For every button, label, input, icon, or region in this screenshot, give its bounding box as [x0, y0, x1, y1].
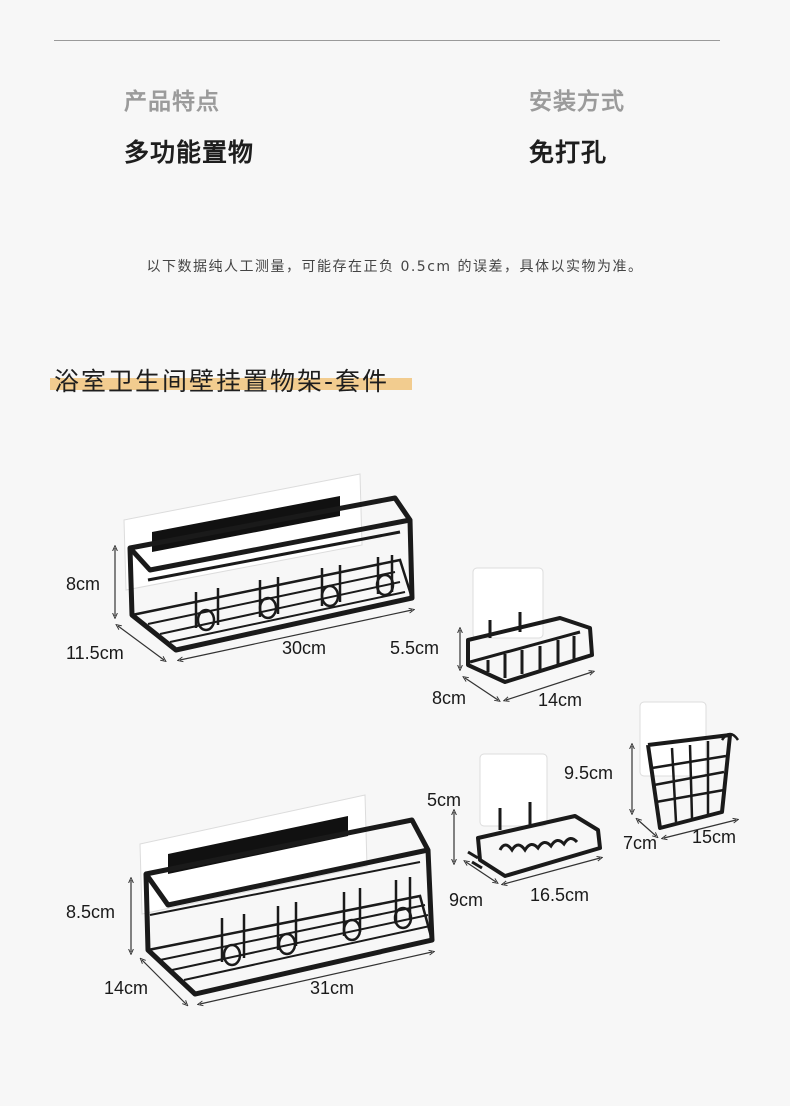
feature-value-install: 免打孔	[529, 138, 608, 167]
soap-holder-width: 14cm	[538, 690, 583, 710]
feature-value-product: 多功能置物	[124, 138, 255, 167]
soap-holder-illustration	[460, 567, 592, 700]
rack-small-illustration	[115, 473, 412, 660]
rack-large-illustration	[131, 794, 432, 1004]
rack-large-width: 31cm	[310, 978, 355, 998]
soap-tray-width: 16.5cm	[530, 885, 590, 905]
soap-holder-depth: 8cm	[432, 688, 467, 708]
rack-large-depth: 14cm	[104, 978, 149, 998]
title-highlight-bar	[50, 378, 412, 390]
cup-basket-illustration	[632, 701, 738, 838]
top-divider	[54, 40, 720, 41]
rack-large-height: 8.5cm	[66, 902, 116, 922]
rack-small-width: 30cm	[282, 638, 327, 658]
soap-tray-height: 5cm	[427, 790, 462, 810]
soap-holder-height: 5.5cm	[390, 638, 440, 658]
feature-label-install: 安装方式	[529, 89, 625, 115]
rack-small-depth: 11.5cm	[66, 643, 124, 663]
cup-basket-depth: 7cm	[623, 833, 658, 853]
cup-basket-width: 15cm	[692, 827, 737, 847]
rack-small-height: 8cm	[66, 574, 101, 594]
soap-tray-illustration	[454, 753, 600, 884]
feature-label-product: 产品特点	[124, 89, 220, 115]
cup-basket-height: 9.5cm	[564, 763, 614, 783]
soap-tray-depth: 9cm	[449, 890, 484, 910]
section-title: 浴室卫生间壁挂置物架-套件	[54, 367, 390, 396]
measurement-note: 以下数据纯人工测量，可能存在正负 0.5cm 的误差，具体以实物为准。	[146, 259, 644, 275]
